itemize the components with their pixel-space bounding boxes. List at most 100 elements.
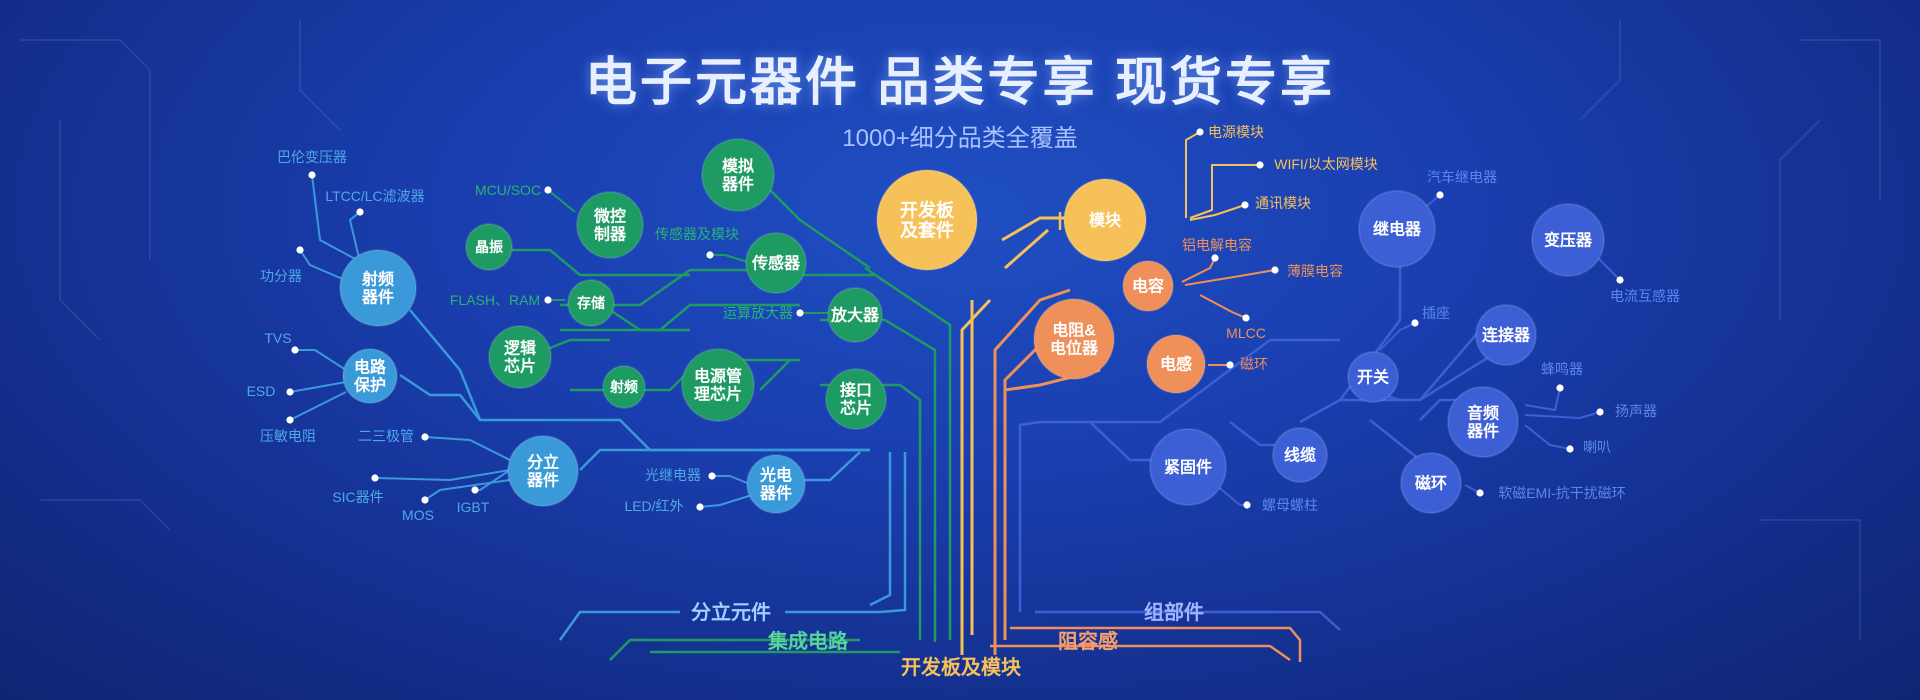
node-interface[interactable]: 接口芯片 [825, 368, 887, 430]
leaf-speaker[interactable]: 扬声器 [1615, 403, 1657, 419]
node-label: 开关 [1357, 368, 1389, 387]
leaf-balun[interactable]: 巴伦变压器 [277, 149, 347, 165]
leaf-emi-ring[interactable]: 软磁EMI-抗干扰磁环 [1498, 485, 1626, 501]
trunk-devboard [960, 298, 992, 655]
leaf-comm-module[interactable]: 通讯模块 [1255, 195, 1311, 211]
node-crystal[interactable]: 晶振 [465, 223, 513, 271]
leaf-mag-ring[interactable]: 磁环 [1240, 356, 1268, 372]
leaf-dot [371, 474, 379, 482]
node-magnetic-ring[interactable]: 磁环 [1400, 452, 1462, 514]
node-rf-chip[interactable]: 射频 [602, 365, 646, 409]
leaf-dot [1241, 201, 1249, 209]
node-label: 放大器 [830, 306, 880, 325]
leaf-mlcc[interactable]: MLCC [1226, 325, 1266, 341]
node-inductor[interactable]: 电感 [1146, 334, 1206, 394]
leaf-current-transformer[interactable]: 电流互感器 [1610, 288, 1680, 304]
node-relay[interactable]: 继电器 [1358, 190, 1436, 268]
branch-title-ic: 集成电路 [767, 629, 849, 653]
branch-assembly [1089, 421, 1160, 462]
node-label: 射频 [609, 379, 638, 395]
node-sensor[interactable]: 传感器 [745, 232, 807, 294]
branch-ic [560, 303, 800, 332]
node-analog[interactable]: 模拟器件 [701, 138, 775, 212]
node-memory[interactable]: 存储 [567, 279, 615, 327]
trunk-discrete [869, 452, 892, 607]
leaf-wifi[interactable]: WIFI/以太网模块 [1274, 156, 1377, 172]
leaf-mos[interactable]: MOS [402, 507, 434, 523]
leaf-auto-relay[interactable]: 汽车继电器 [1427, 169, 1497, 185]
node-label: 分立器件 [526, 453, 559, 490]
leaf-stem [374, 469, 511, 481]
node-label: 变压器 [1544, 231, 1593, 250]
node-label: 线缆 [1284, 446, 1316, 465]
page-subtitle: 1000+细分品类全覆盖 [842, 125, 1078, 152]
leaf-stem [295, 349, 347, 371]
leaf-dot [1596, 408, 1604, 416]
node-devkit[interactable]: 开发板及套件 [876, 169, 978, 271]
node-logic[interactable]: 逻辑芯片 [488, 325, 552, 389]
node-capacitor[interactable]: 电容 [1122, 260, 1174, 312]
leaf-dot [1196, 128, 1204, 136]
leaf-varistor[interactable]: 压敏电阻 [260, 428, 316, 444]
node-transformer[interactable]: 变压器 [1531, 203, 1605, 277]
node-discrete-dev[interactable]: 分立器件 [507, 435, 579, 507]
node-circle [1531, 203, 1605, 277]
leaf-tvs[interactable]: TVS [264, 330, 291, 346]
node-switch[interactable]: 开关 [1347, 351, 1399, 403]
leaf-horn[interactable]: 喇叭 [1583, 439, 1611, 455]
leaf-sensor-module[interactable]: 传感器及模块 [655, 226, 739, 242]
node-resistor[interactable]: 电阻&电位器 [1033, 298, 1115, 380]
leaf-flash-ram[interactable]: FLASH、RAM [450, 292, 540, 308]
node-label: 继电器 [1373, 220, 1422, 239]
leaf-divider[interactable]: 功分器 [260, 268, 302, 284]
node-circle [876, 169, 978, 271]
leaf-dot [291, 346, 299, 354]
leaf-led[interactable]: LED/红外 [624, 498, 683, 514]
node-circle [1358, 190, 1436, 268]
leaf-ltcc[interactable]: LTCC/LC滤波器 [325, 188, 424, 204]
node-rf[interactable]: 射频器件 [339, 249, 417, 327]
node-circle [342, 348, 398, 404]
leaf-buzzer[interactable]: 蜂鸣器 [1541, 361, 1583, 377]
node-label: 射频器件 [361, 270, 394, 307]
background-trace [1779, 119, 1821, 320]
leaf-esd[interactable]: ESD [247, 383, 276, 399]
leaf-igbt[interactable]: IGBT [457, 499, 490, 515]
leaf-dot [1616, 276, 1624, 284]
node-amplifier[interactable]: 放大器 [827, 287, 883, 343]
leaf-mcu-soc[interactable]: MCU/SOC [475, 182, 541, 198]
branch-passive [1010, 626, 1302, 662]
leaf-diode[interactable]: 二三极管 [358, 428, 414, 444]
leaf-power-module[interactable]: 电源模块 [1208, 124, 1264, 140]
node-fastener[interactable]: 紧固件 [1149, 428, 1227, 506]
node-circuit-protect[interactable]: 电路保护 [342, 348, 398, 404]
branch-title-assembly: 组部件 [1144, 600, 1204, 624]
node-module[interactable]: 模块 [1063, 178, 1147, 262]
leaf-nut[interactable]: 螺母螺柱 [1262, 497, 1318, 513]
branch-title-discrete: 分立元件 [691, 600, 771, 624]
node-connector[interactable]: 连接器 [1475, 304, 1537, 366]
leaf-socket[interactable]: 插座 [1422, 305, 1450, 321]
leaf-stem [349, 211, 361, 263]
leaf-dot [1476, 489, 1484, 497]
leaf-sic[interactable]: SIC器件 [332, 489, 383, 505]
node-optoelectronic[interactable]: 光电器件 [746, 454, 806, 514]
branch-ic [609, 638, 860, 661]
node-audio[interactable]: 音频器件 [1447, 386, 1519, 458]
leaf-al-cap[interactable]: 铝电解电容 [1182, 237, 1252, 253]
background-trace [1800, 39, 1881, 200]
leaf-dot [1411, 319, 1419, 327]
node-cable[interactable]: 线缆 [1272, 427, 1328, 483]
leaf-photorelay[interactable]: 光继电器 [645, 467, 701, 483]
leaf-dot [1566, 445, 1574, 453]
leaf-opamp[interactable]: 运算放大器 [723, 305, 793, 321]
node-circle [827, 287, 883, 343]
branch-discrete [800, 451, 861, 482]
background-trace [40, 499, 171, 531]
node-mcu[interactable]: 微控制器 [576, 191, 644, 259]
node-label: 电容 [1132, 277, 1164, 296]
node-circle [339, 249, 417, 327]
leaf-film-cap[interactable]: 薄膜电容 [1287, 263, 1343, 279]
leaf-stem [1379, 322, 1416, 351]
node-power-mgmt[interactable]: 电源管理芯片 [681, 348, 755, 422]
